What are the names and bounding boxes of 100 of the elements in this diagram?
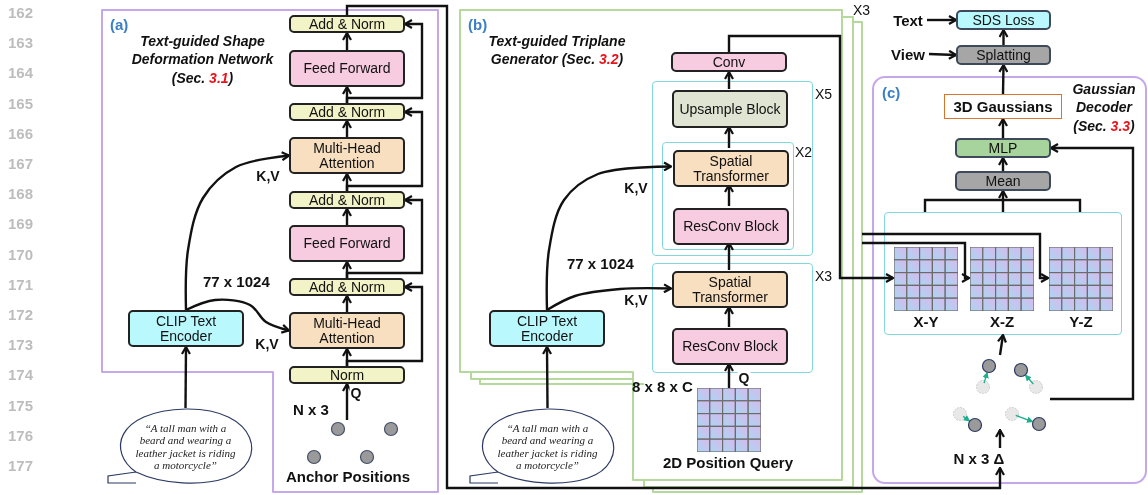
arrow [546,283,673,312]
arrow [997,156,1009,171]
dimension-label: 77 x 1024 [203,273,270,290]
layer-box: CLIP Text Encoder [128,310,244,347]
edge-label: K,V [623,180,649,196]
layer-box: MLP [955,138,1051,158]
layer-box: ResConv Block [672,328,788,365]
panel-tag: (c) [882,84,901,101]
arrow [541,345,553,408]
plane-label: X-Y [912,313,940,330]
group-frame [662,142,794,250]
line-number: 165 [8,94,34,112]
edge-label: K,V [254,336,280,352]
edge-label: Q [349,385,363,401]
line-number: 167 [8,155,34,172]
arrow [345,106,424,191]
arrow [345,4,1006,490]
panel [873,77,1146,483]
layer-box: Add & Norm [289,15,405,33]
line-number: 163 [8,34,34,52]
line-number: 170 [8,245,34,263]
arrow [862,232,1050,284]
line-number: 164 [8,64,34,82]
layer-box: Mean [955,171,1051,191]
arrow [545,161,673,311]
layer-box: Feed Forward [289,50,405,87]
input-label: Text [889,11,927,29]
layer-box: Spatial Transformer [673,150,789,187]
speech-bubble: “A tall man with a beard and wearing a leather jacket is riding a motorcycle” [108,408,263,483]
line-number: 166 [8,124,34,142]
line-number: 172 [8,306,34,323]
arrow [185,298,291,334]
arrow [928,49,958,60]
layer-box: SDS Loss [956,10,1051,30]
repeat-count: X3 [815,268,833,284]
arrow [1049,142,1135,401]
arrow [727,34,895,284]
edge-label: K,V [623,292,649,308]
layer-box: Add & Norm [289,103,405,121]
line-number: 177 [8,457,34,474]
input-label: View [887,45,929,63]
plane-label: X-Z [988,313,1016,330]
dimension-label: 8 x 8 x C [632,378,693,395]
arrow [723,70,735,89]
arrow [997,117,1009,138]
arrow [184,151,291,311]
edge-label: K,V [255,168,281,184]
arrow [996,333,1007,356]
speech-bubble: “A tall man with a beard and wearing a leather jacket is riding a motorcycle” [470,408,625,483]
arrow [862,241,971,284]
layer-box: Multi-Head Attention [289,137,405,174]
repeat-count: X5 [815,86,833,102]
arrow [341,207,353,225]
group-frame [652,81,813,256]
line-number: 169 [8,215,34,233]
arrow [341,31,353,50]
arrow [345,281,424,366]
arrow [180,345,192,408]
line-number: 176 [8,426,34,444]
layer-box: Add & Norm [289,191,405,209]
edge-label: Q [737,370,751,386]
layer-box: Splatting [956,45,1051,65]
repeat-count: X3 [853,2,871,18]
layer-box: Spatial Transformer [672,271,788,308]
layer-box: Multi-Head Attention [289,312,405,349]
line-number: 174 [8,366,34,384]
repeat-count: X2 [795,144,813,160]
line-number: 171 [8,275,34,293]
line-number: 175 [8,396,34,414]
arrow [998,63,1009,95]
plane-label: Y-Z [1068,313,1094,330]
group-frame [884,212,1122,335]
panel-tag: (a) [110,16,129,33]
layer-box: Norm [289,366,405,384]
panel-heading: Text-guided Triplane Generator (Sec. 3.2) [487,32,627,69]
input-label: N x 3 Δ [950,448,1008,468]
line-number: 173 [8,336,34,354]
arrow [994,428,1006,448]
arrow [345,18,424,103]
panel-heading: Gaussian Decoder (Sec. 3.3) [1071,80,1137,136]
arrow [341,294,353,312]
dimension-label: N x 3 [293,401,329,418]
grid-label: 2D Position Query [662,454,794,471]
group-frame [652,263,813,373]
panel-tag: (b) [468,16,488,33]
layer-box: Add & Norm [289,278,405,296]
arrow [923,189,1082,214]
output-box: 3D Gaussians [944,94,1062,119]
anchor-label: Anchor Positions [284,468,412,485]
layer-box: Conv [671,52,787,72]
arrow [723,305,735,327]
arrow [927,14,958,26]
panel-heading: Text-guided Shape Deformation Network (Sec. 3.1) [130,32,275,88]
layer-box: Upsample Block [672,90,788,128]
arrow [723,125,735,148]
arrow [998,28,1009,45]
layer-box: CLIP Text Encoder [489,310,605,347]
dimension-label: 77 x 1024 [567,255,634,272]
layer-box: Feed Forward [289,225,405,262]
arrow [345,194,424,278]
